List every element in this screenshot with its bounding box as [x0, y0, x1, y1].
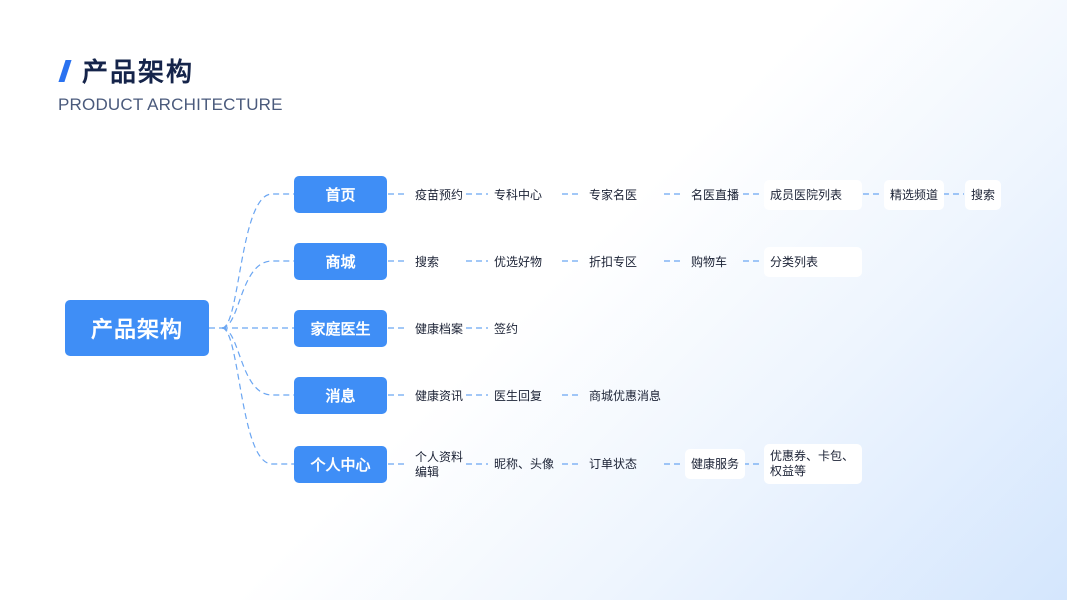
leaf-node: 健康服务: [685, 449, 746, 479]
header: 产品架构 PRODUCT ARCHITECTURE: [58, 52, 283, 115]
leaf-node: 个人资料编辑: [415, 450, 464, 479]
branch-connector: [221, 327, 294, 396]
leaf-node: 签约: [494, 321, 519, 336]
category-node-mall: 商城: [294, 243, 387, 280]
category-node-family-doctor: 家庭医生: [294, 310, 387, 347]
category-node-messages: 消息: [294, 377, 387, 414]
leaf-node: 专家名医: [589, 187, 638, 202]
page-title: 产品架构: [82, 58, 195, 88]
leaf-node: 专科中心: [494, 187, 543, 202]
leaf-node: 健康档案: [415, 321, 464, 336]
leaf-node: 健康资讯: [415, 388, 464, 403]
leaf-node: 医生回复: [494, 388, 543, 403]
leaf-node: 搜索: [965, 180, 1002, 210]
leaf-node: 优选好物: [494, 254, 543, 269]
leaf-node: 折扣专区: [589, 254, 638, 269]
category-node-personal-center: 个人中心: [294, 446, 387, 483]
leaf-node: 搜索: [415, 254, 440, 269]
leaf-node: 分类列表: [764, 247, 862, 277]
root-node: 产品架构: [65, 300, 209, 356]
branch-connector: [221, 260, 294, 329]
page-subtitle: PRODUCT ARCHITECTURE: [58, 95, 283, 114]
leaf-node: 优惠券、卡包、权益等: [764, 444, 862, 484]
branch-connector: [221, 193, 294, 329]
leaf-node: 昵称、头像: [494, 456, 555, 471]
leaf-node: 订单状态: [589, 456, 638, 471]
leaf-node: 购物车: [691, 254, 728, 269]
category-node-home: 首页: [294, 176, 387, 213]
leaf-node: 商城优惠消息: [589, 388, 662, 403]
branch-connector: [221, 327, 294, 465]
leaf-node: 名医直播: [691, 187, 740, 202]
leaf-node: 精选频道: [884, 180, 945, 210]
leaf-node: 成员医院列表: [764, 180, 862, 210]
leaf-node: 疫苗预约: [415, 187, 464, 202]
